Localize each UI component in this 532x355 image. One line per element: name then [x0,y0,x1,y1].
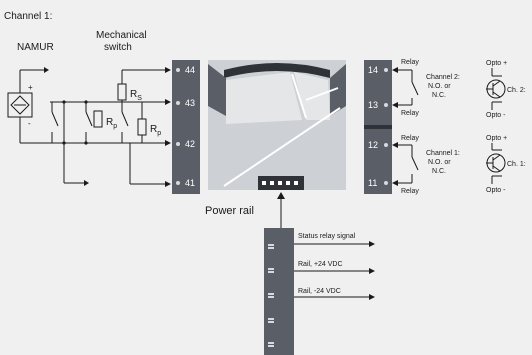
output-terminal-13: 13 [368,100,388,110]
power-rail-pins [268,244,274,347]
mechanical-switch-label-line1: Mechanical [96,30,147,41]
rail-connector-pins [262,181,298,185]
resistor-rp-left-label: Rp [106,117,117,130]
input-terminal-43: 43 [176,98,195,108]
channel1-desc-1: Channel 1: [426,150,460,157]
resistor-rs-label: RS [130,89,142,102]
resistor-rp-right [137,118,147,136]
input-terminal-42: 42 [176,139,195,149]
rail-signal-plus24: Rail, +24 VDC [298,261,343,268]
namur-minus-sign: - [28,119,31,128]
channel1-desc-2: N.O. or [428,159,451,166]
power-rail-bar [264,228,294,355]
namur-plus-sign: + [28,83,33,92]
opto-minus-ch1: Opto - [486,187,506,194]
ch2-label: Ch. 2: [507,87,526,94]
transistor-ch2-icon [486,79,506,99]
svg-text:13: 13 [368,100,378,110]
channel2-desc-2: N.O. or [428,83,451,90]
channel2-desc-3: N.C. [432,92,446,99]
svg-text:12: 12 [368,140,378,150]
output-terminal-12: 12 [368,140,388,150]
rail-signal-status: Status relay signal [298,233,356,240]
power-rail-label: Power rail [205,205,254,217]
output-terminal-14: 14 [368,65,388,75]
arrow-to-terminal-42 [165,140,171,146]
relay-label-11: Relay [401,188,419,195]
input-terminal-block [172,60,200,194]
resistor-rs [117,83,127,101]
svg-text:42: 42 [185,139,195,149]
namur-sensor [7,92,33,118]
input-terminal-44: 44 [176,65,195,75]
power-rail-arrow [277,192,285,199]
transistor-ch1-icon [486,153,506,173]
svg-text:44: 44 [185,65,195,75]
resistor-rp-left [93,110,103,128]
rail-signal-minus24: Rail, -24 VDC [298,288,341,295]
relay-label-13: Relay [401,110,419,117]
opto-plus-ch2: Opto + [486,60,507,67]
svg-text:11: 11 [368,178,377,188]
output-terminal-11: 11 [368,178,388,188]
svg-text:43: 43 [185,98,195,108]
channel2-desc-1: Channel 2: [426,74,460,81]
mechanical-switch-label-line2: switch [104,42,132,53]
namur-top-arrow [44,67,49,73]
relay-label-12: Relay [401,135,419,142]
channel1-desc-3: N.C. [432,168,446,175]
diagram-title: Channel 1: [4,11,52,22]
opto-minus-ch2: Opto - [486,112,506,119]
arrow-to-terminal-41 [165,181,171,187]
opto-plus-ch1: Opto + [486,135,507,142]
svg-text:14: 14 [368,65,378,75]
arrow-to-terminal-44 [165,67,171,73]
arrow-lower-left [84,180,89,186]
svg-text:41: 41 [185,178,195,188]
arrow-to-terminal-43 [165,99,171,105]
ch1-label: Ch. 1: [507,161,526,168]
module-body [208,60,346,190]
relay-label-14: Relay [401,59,419,66]
input-terminal-41: 41 [176,178,195,188]
resistor-rp-right-label: Rp [150,124,161,137]
namur-label: NAMUR [17,42,54,53]
